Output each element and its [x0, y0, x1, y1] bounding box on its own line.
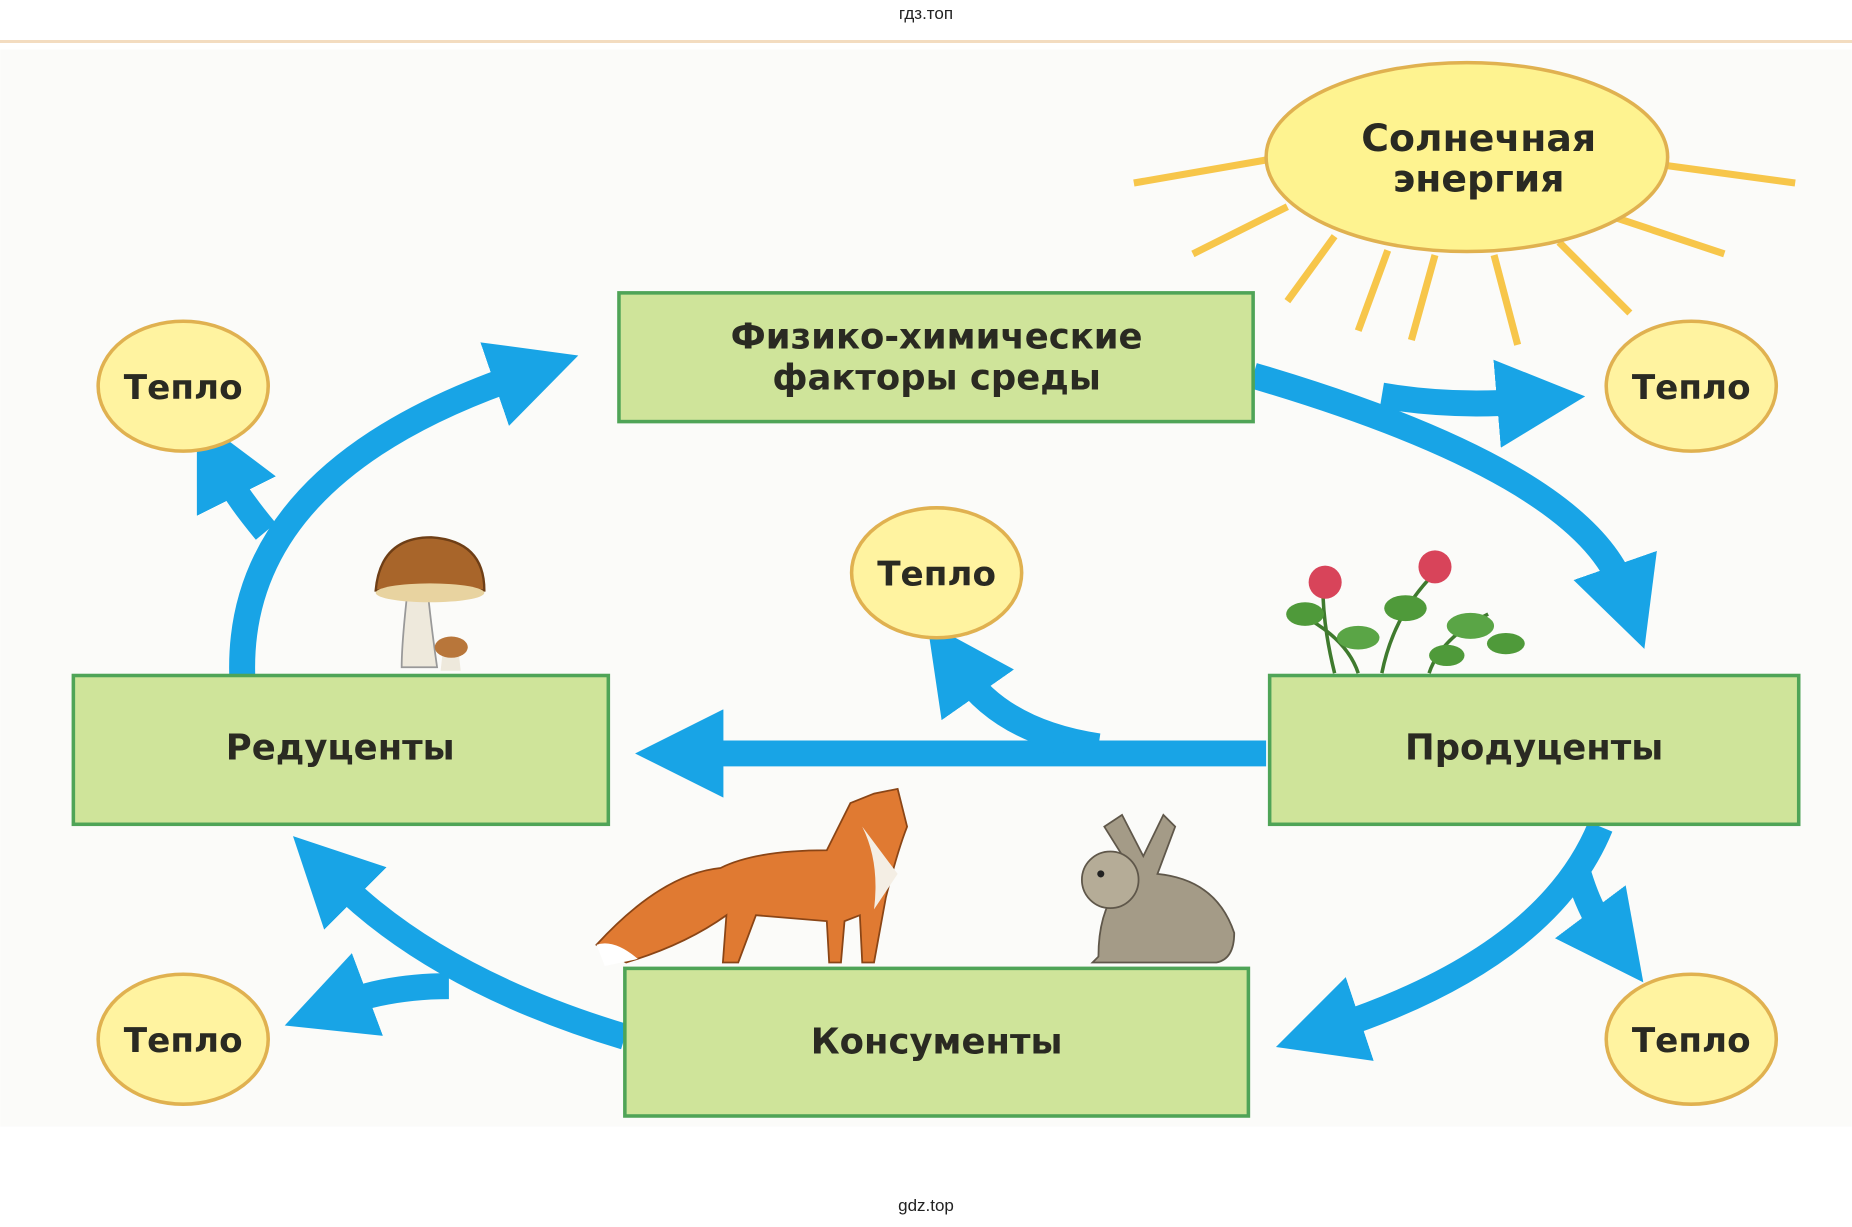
- heat-label: Тепло: [1632, 1021, 1751, 1061]
- footer-site-label: gdz.top: [898, 1196, 954, 1215]
- arrow-producers-heat-2: [1554, 864, 1644, 983]
- node-producers-label: Продуценты: [1405, 727, 1663, 768]
- mushroom-icon: [374, 536, 486, 671]
- heat-label: Тепло: [124, 368, 243, 408]
- heat-circle: [849, 506, 1024, 640]
- heat-circle: [96, 319, 270, 453]
- arrow-reducers-to-factors: [229, 342, 579, 676]
- node-reducers-label: Редуценты: [226, 727, 455, 768]
- node-producers: [1267, 673, 1801, 827]
- heat-circle: [96, 972, 270, 1106]
- heat-label: Тепло: [124, 1021, 243, 1061]
- hare-icon: [1080, 813, 1236, 964]
- heat-label: Тепло: [877, 555, 996, 595]
- node-reducers: [71, 673, 611, 827]
- arrow-producers-to-consumers: [1275, 821, 1613, 1061]
- header-site-label: гдз.топ: [898, 4, 954, 23]
- node-consumers: [623, 966, 1251, 1118]
- arrow-producers-heat: [927, 622, 1101, 760]
- node-consumers-label: Консументы: [811, 1021, 1063, 1062]
- node-factors-line1: Физико-химические: [731, 316, 1143, 357]
- arrow-consumers-heat: [284, 953, 449, 1036]
- arrow-factors-heat: [1379, 359, 1586, 448]
- node-factors: [617, 291, 1255, 424]
- heat-circle: [1604, 319, 1779, 453]
- sun-icon: [1133, 60, 1796, 346]
- sun-label-line2: энергия: [1393, 156, 1565, 200]
- heat-label: Тепло: [1632, 368, 1751, 408]
- arrow-reducers-heat: [196, 417, 276, 540]
- node-factors-line2: факторы среды: [772, 358, 1101, 399]
- heat-circle: [1604, 972, 1779, 1106]
- arrow-consumers-to-reducers: [292, 836, 629, 1050]
- header-divider: [0, 40, 1852, 43]
- clover-plant-icon: [1286, 550, 1525, 674]
- sun-label-line1: Солнечная: [1361, 116, 1596, 160]
- arrow-factors-to-producers: [1249, 363, 1657, 649]
- fox-icon: [595, 787, 909, 967]
